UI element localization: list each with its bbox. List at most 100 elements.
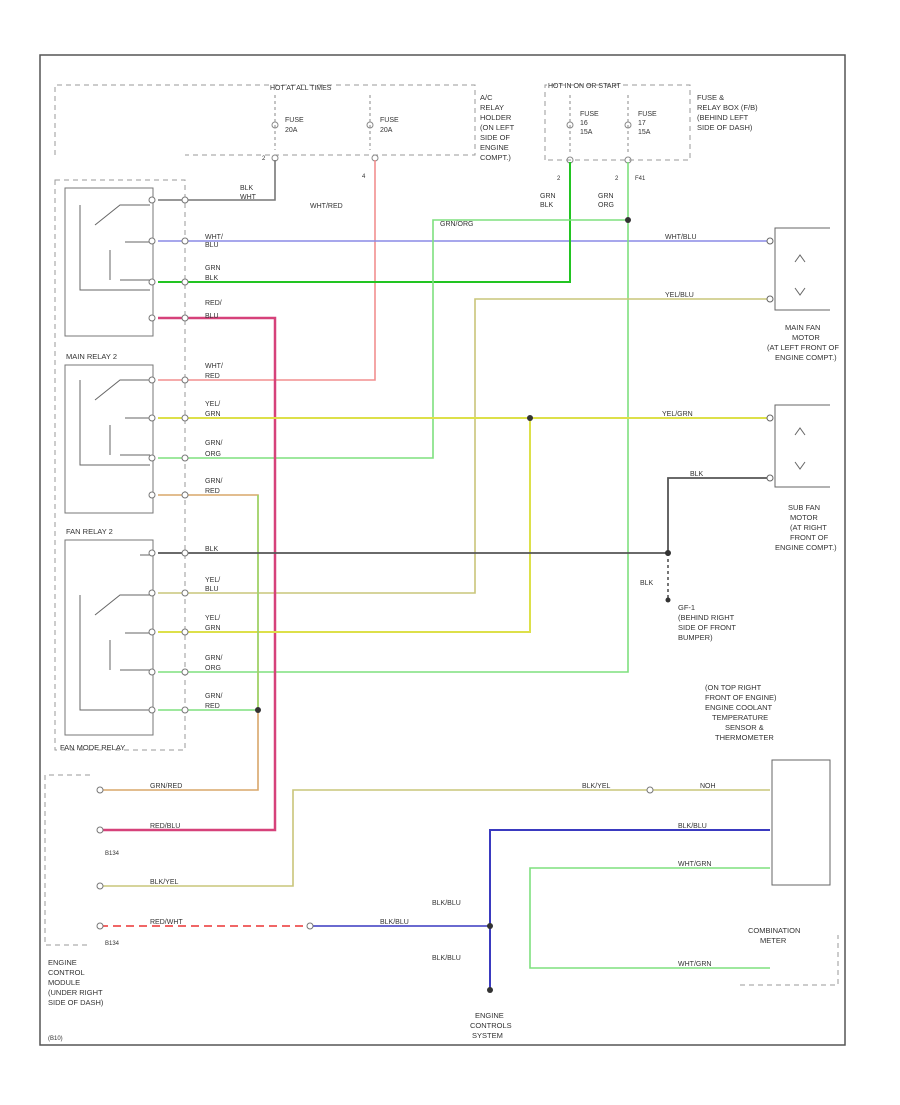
wire-blk-ground: [158, 477, 770, 554]
hot-in-on-label: HOT IN ON OR START: [548, 83, 621, 90]
blk-blu-b: BLK/BLU: [432, 955, 461, 962]
fan-mode-relay-label: FAN MODE RELAY: [60, 743, 125, 752]
pin-2a: 2: [262, 156, 266, 162]
fuse-box-line2: RELAY BOX (F/B): [697, 103, 758, 112]
sub-fan-line4: FRONT OF: [790, 533, 829, 542]
fuse-c-num: 16: [580, 120, 588, 127]
fuse-d-num: 17: [638, 120, 646, 127]
r2-t1b: RED: [205, 373, 220, 380]
fr-t1: BLK: [205, 546, 219, 553]
main-fan-line1: MAIN FAN: [785, 323, 820, 332]
fr-t2b: BLU: [205, 586, 219, 593]
pin-4a: 4: [362, 174, 366, 180]
ecm-box: [44, 774, 90, 946]
ecm-wire3: BLK/YEL: [150, 879, 179, 886]
relay1-t3: RED/: [205, 300, 222, 307]
pin-f41: F41: [635, 176, 646, 182]
ecm-wire2: RED/BLU: [150, 823, 180, 830]
fuses: [271, 95, 632, 164]
sensor-wire1: BLK/YEL: [582, 783, 611, 790]
relay-holder-line3: HOLDER: [480, 113, 512, 122]
ground-blk-label: BLK: [640, 580, 654, 587]
sensor-line5: SENSOR &: [725, 723, 764, 732]
ground-line3: SIDE OF FRONT: [678, 623, 736, 632]
sensor-wire3: WHT/GRN: [678, 861, 711, 868]
fuse-box-line3: (BEHIND LEFT: [697, 113, 749, 122]
fr-t3b: GRN: [205, 625, 221, 632]
ecm-wire4: RED/WHT: [150, 919, 183, 926]
wire-yel-grn-right: YEL/GRN: [662, 411, 693, 418]
sub-fan-line3: (AT RIGHT: [790, 523, 827, 532]
wires: [100, 160, 770, 990]
connector-pins: [96, 196, 654, 930]
ecm-wire1: GRN/RED: [150, 783, 182, 790]
dashed-boxes: [44, 84, 839, 986]
r2-t2b: GRN: [205, 411, 221, 418]
ecm-code: (B10): [48, 1036, 63, 1042]
relay-holder-line6: ENGINE: [480, 143, 509, 152]
wire-wht-red: [158, 160, 376, 381]
fuse-b-amp: 20A: [380, 127, 393, 134]
wire-yel-blu: [158, 298, 770, 594]
wire-wht-grn: [529, 867, 770, 969]
fuse-box-line4: SIDE OF DASH): [697, 123, 753, 132]
wire-blk-blu: [489, 829, 770, 990]
sub-fan-motor-box: [774, 404, 830, 488]
wire-blk-right: BLK: [690, 471, 704, 478]
relay-internals: [79, 204, 150, 711]
splice-dots: [255, 217, 671, 993]
combo-meter-box: [740, 935, 839, 986]
sub-fan-line1: SUB FAN: [788, 503, 820, 512]
relay1-t1: WHT/: [205, 234, 223, 241]
fan-mode-relay-box: [54, 179, 186, 751]
fuse-box-line1: FUSE &: [697, 93, 724, 102]
labels: HOT AT ALL TIMES HOT IN ON OR START FUSE…: [48, 83, 839, 1042]
relay1-t2: GRN: [205, 265, 221, 272]
sensor-wire2: BLK/BLU: [678, 823, 707, 830]
fan-relay2-label: FAN RELAY 2: [66, 527, 113, 536]
relay-2-box: [64, 364, 154, 514]
relay-holder-line7: COMPT.): [480, 153, 511, 162]
sensor-line4: TEMPERATURE: [712, 713, 768, 722]
ecm-line2: CONTROL: [48, 968, 85, 977]
relay1-t1b: BLU: [205, 242, 219, 249]
engine-ctrl-line2: CONTROLS: [470, 1021, 512, 1030]
ecm-line5: SIDE OF DASH): [48, 998, 104, 1007]
relay-holder-line5: SIDE OF: [480, 133, 510, 142]
outer-frame: [39, 54, 846, 1046]
fuse-a-amp: 20A: [285, 127, 298, 134]
relay-holder-line4: (ON LEFT: [480, 123, 515, 132]
fr-t2: YEL/: [205, 577, 220, 584]
wire-grn-org2: ORG: [598, 202, 614, 209]
main-fan-line3: (AT LEFT FRONT OF: [767, 343, 839, 352]
r2-t4b: RED: [205, 488, 220, 495]
ground-line2: (BEHIND RIGHT: [678, 613, 735, 622]
wire-wht-red-label: WHT/RED: [310, 203, 343, 210]
wire-grn-blk: [158, 162, 571, 283]
fuse-a-label: FUSE: [285, 117, 304, 124]
combo-line1: COMBINATION: [748, 926, 800, 935]
fuse-b-label: FUSE: [380, 117, 399, 124]
main-fan-motor-box: [774, 227, 830, 311]
r2-t1: WHT/: [205, 363, 223, 370]
fuse-d-label: FUSE: [638, 111, 657, 118]
sensor-line1: (ON TOP RIGHT: [705, 683, 762, 692]
relay-holder-line2: RELAY: [480, 103, 504, 112]
pin-2b: 2: [557, 176, 561, 182]
r2-t3: GRN/: [205, 440, 223, 447]
fr-t5b: RED: [205, 703, 220, 710]
wire-grn-blk-c: GRN: [540, 193, 556, 200]
ecm-line1: ENGINE: [48, 958, 77, 967]
wire-grn-org-lower: [158, 220, 629, 673]
wire-yel-grn-drop: [158, 418, 531, 633]
fan-motors: [766, 227, 831, 886]
relay-holder-box: [54, 84, 476, 156]
fr-t5: GRN/: [205, 693, 223, 700]
r2-t4: GRN/: [205, 478, 223, 485]
wire-grn-blk-c2: BLK: [540, 202, 554, 209]
ecm-wire5: BLK/BLU: [380, 919, 409, 926]
hot-at-all-times-label: HOT AT ALL TIMES: [270, 85, 332, 92]
ecm-line3: MODULE: [48, 978, 80, 987]
